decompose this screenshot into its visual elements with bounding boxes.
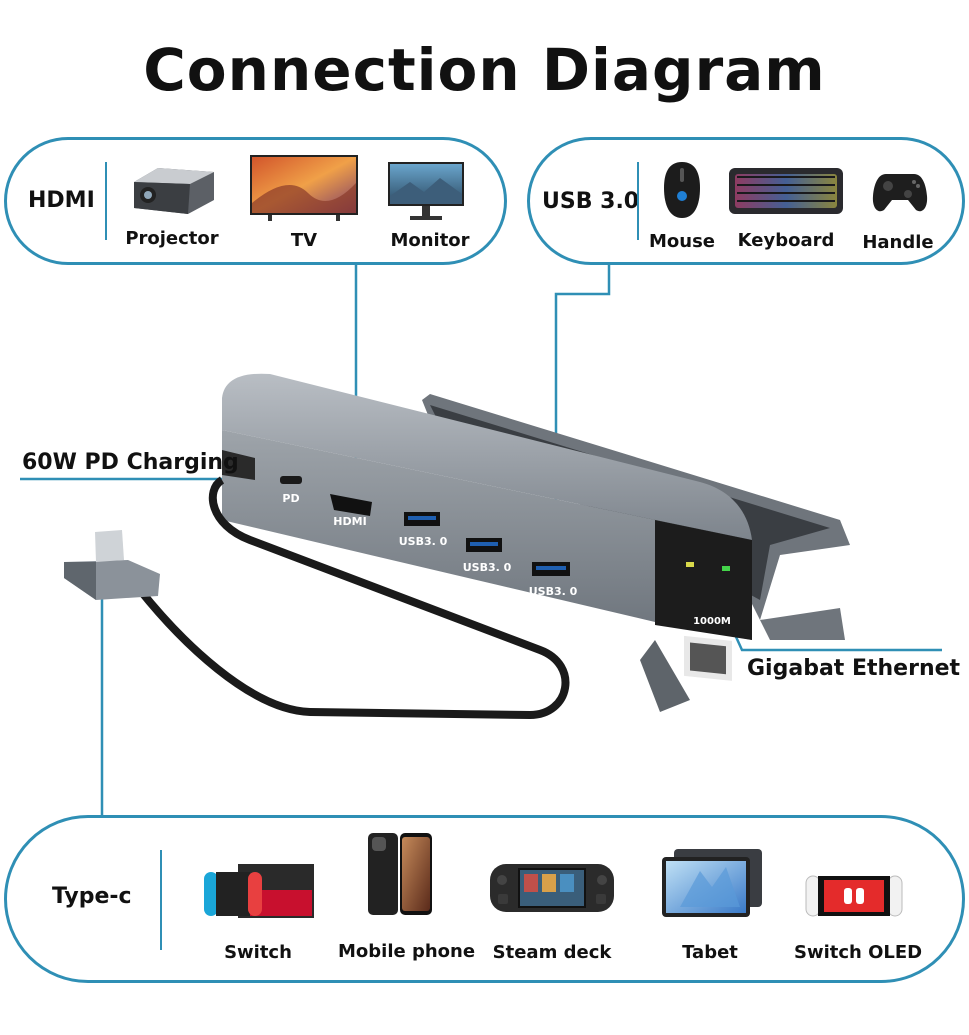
port-label-hdmi: HDMI	[333, 515, 367, 528]
page-title: Connection Diagram	[143, 36, 826, 104]
device-label-keyboard: Keyboard	[737, 230, 835, 251]
pd-charging-callout: 60W PD Charging	[22, 450, 239, 475]
device-label-switch-oled: Switch OLED	[794, 942, 923, 963]
device-label-steam-deck: Steam deck	[492, 942, 612, 963]
device-label-switch: Switch	[224, 942, 292, 963]
port-label-usb-2: USB3. 0	[462, 561, 512, 574]
switch-console-icon	[204, 864, 314, 918]
typec-panel-label: Type-c	[52, 884, 132, 909]
device-label-monitor: Monitor	[390, 230, 470, 251]
ethernet-callout: Gigabat Ethernet	[747, 656, 961, 681]
tablet-icon	[662, 849, 762, 917]
device-label-mobile-phone: Mobile phone	[338, 941, 476, 962]
port-label-usb-3: USB3. 0	[528, 585, 578, 598]
gamepad-icon	[872, 174, 928, 212]
device-label-projector: Projector	[125, 228, 219, 249]
port-label-rj45: 1000M	[693, 616, 731, 627]
monitor-icon	[388, 162, 464, 220]
usb-connector-line	[554, 265, 611, 560]
mouse-icon	[664, 162, 700, 218]
device-label-tv: TV	[290, 230, 318, 251]
port-label-pd: PD	[282, 492, 300, 505]
hdmi-panel-label: HDMI	[28, 188, 95, 213]
switch-oled-icon	[805, 875, 903, 917]
typec-panel	[4, 815, 965, 983]
usb-panel-label: USB 3.0	[542, 189, 640, 214]
keyboard-icon	[729, 168, 843, 214]
tv-icon	[250, 155, 358, 221]
port-label-usb-1: USB3. 0	[398, 535, 448, 548]
usb-divider	[637, 162, 639, 240]
typec-divider	[160, 850, 162, 950]
device-label-handle: Handle	[862, 232, 934, 253]
steam-deck-icon	[490, 864, 614, 912]
device-label-mouse: Mouse	[648, 231, 715, 252]
device-label-tabet: Tabet	[682, 942, 738, 963]
projector-icon	[134, 168, 214, 214]
phone-icon	[368, 833, 432, 915]
hdmi-divider	[105, 162, 107, 240]
